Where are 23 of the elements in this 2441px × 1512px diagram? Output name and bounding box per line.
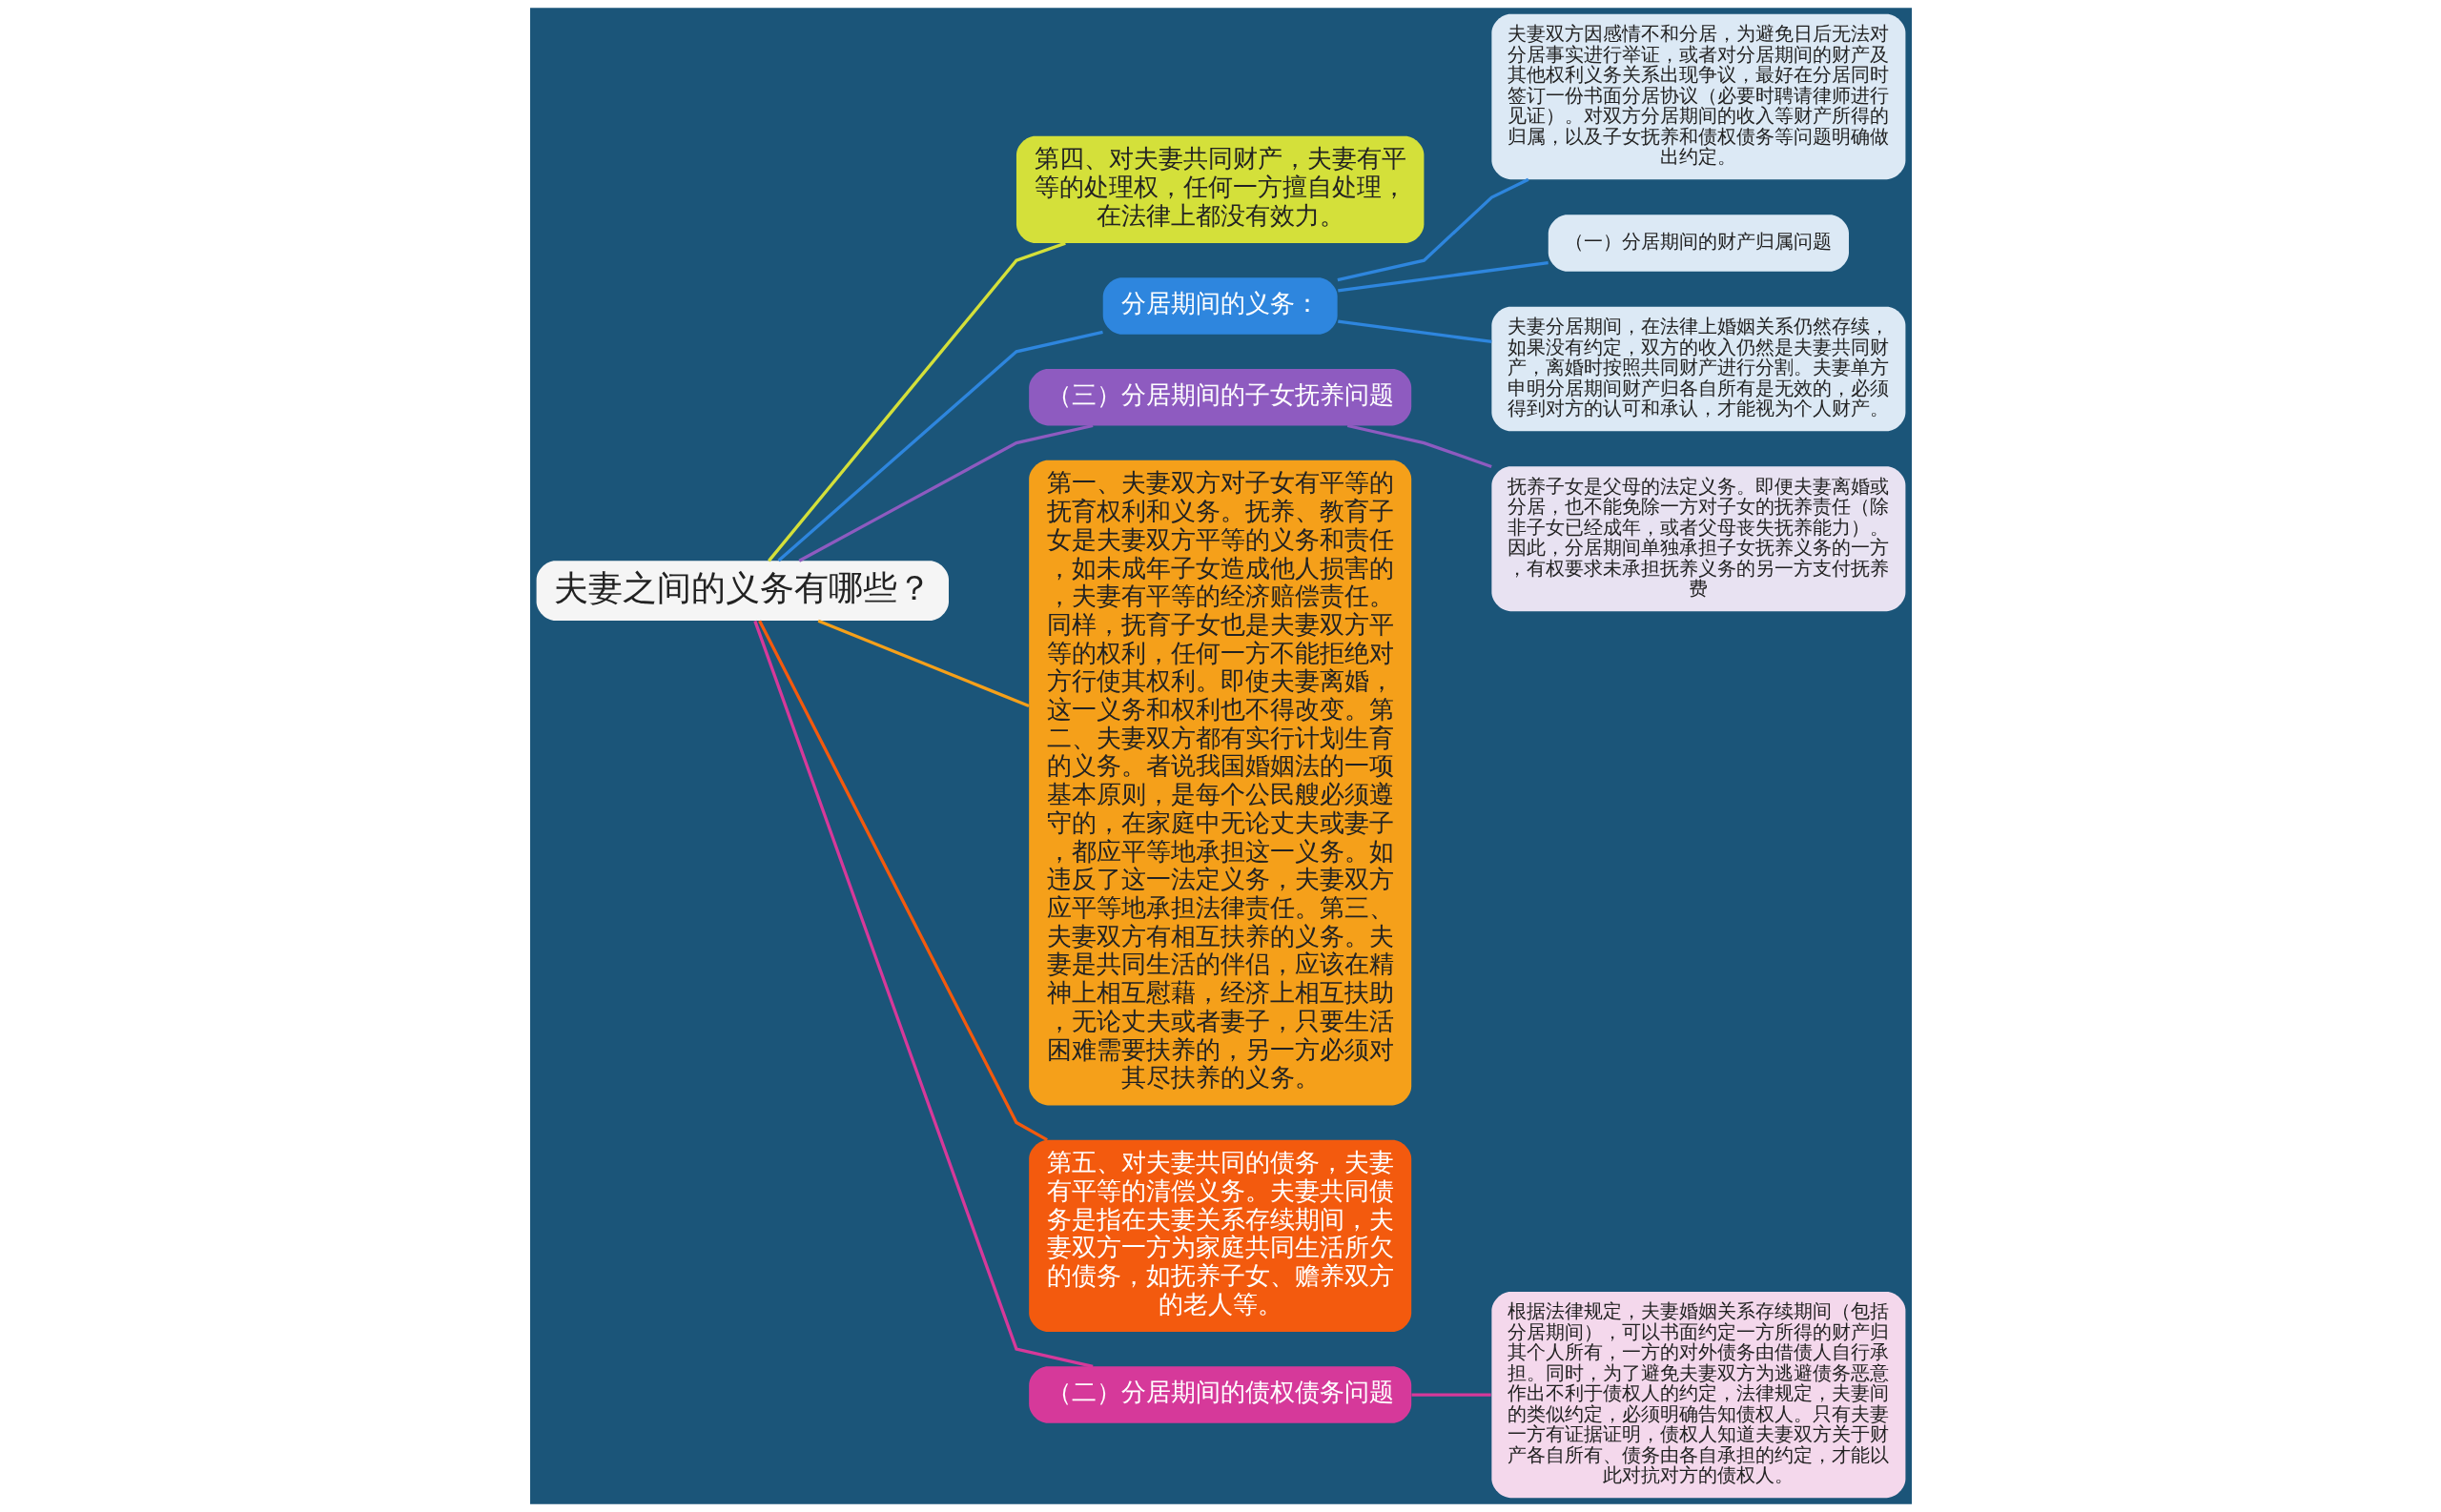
node-box: 第一、夫妻双方对子女有平等的抚育权利和义务。抚养、教育子女是夫妻双方平等的义务和责任，如未成年子女造成他人损害的，夫妻有平等的经济赔偿责任。同样，抚育子女也是夫妻双方平等的权利，任何一方不能拒绝对方行使其权利。即使夫妻离婚，这一义务和权利也不得改变。第二、夫妻双方都有实行计划生育的义务。者说我国婚姻法的一项基本原则，是每个公民艘必须遵守的，在家庭中无论丈夫或妻子，都应平等地承担这一义务。如违反了这一法定义务，夫妻双方应平等地承担法律责任。第三、夫妻双方有相互扶养的义务。夫妻是共同生活的伴侣，应该在精神上相互慰藉，经济上相互扶助，无论丈夫或者妻子，只要生活困难需要扶养的，另一方必须对其尽扶养的义务。	[1028, 460, 1411, 1106]
node-box: 根据法律规定，夫妻婚姻关系存续期间（包括分居期间），可以书面约定一方所得的财产归其个人所有，一方的对外债务由借债人自行承担。同时，为了避免夫妻双方为逃避债务恶意作出不利于债权人的约定，法律规定，夫妻间的类似约定，必须明确告知债权人。只有夫妻一方有证据证明，债权人知道夫妻双方关于财产各自所有、债务由各自承担的约定，才能以此对抗对方的债权人。	[1490, 1291, 1905, 1499]
connector	[752, 620, 1093, 1368]
node-box: 第五、对夫妻共同的债务，夫妻有平等的清偿义务。夫妻共同债务是指在夫妻关系存续期间，夫妻双方一方为家庭共同生活所欠的债务，如抚养子女、赡养双方的老人等。	[1028, 1139, 1411, 1333]
connector	[817, 619, 1030, 708]
connector	[767, 241, 1066, 562]
node-box: （三）分居期间的子女抚养问题	[1028, 369, 1411, 426]
connector	[777, 330, 1103, 562]
connector	[1337, 261, 1549, 293]
node-box: （一）分居期间的财产归属问题	[1548, 215, 1849, 272]
node-box: 第四、对夫妻共同财产，夫妻有平等的处理权，任何一方擅自处理，在法律上都没有效力。	[1015, 135, 1424, 243]
node-box: 夫妻双方因感情不和分居，为避免日后无法对分居事实进行举证，或者对分居期间的财产及其他权利义务关系出现争议，最好在分居同时签订一份书面分居协议（必要时聘请律师进行见证）。对双方分居期间的收入等财产所得的归属，以及子女抚养和债权债务等问题明确做出约定。	[1490, 13, 1905, 180]
connector	[1337, 177, 1529, 282]
connector	[1337, 319, 1492, 344]
node-box: 夫妻之间的义务有哪些？	[536, 561, 949, 622]
node-box: （二）分居期间的债权债务问题	[1028, 1366, 1411, 1423]
connector	[1346, 423, 1492, 469]
node-box: 分居期间的义务：	[1102, 277, 1338, 335]
node-box: 夫妻分居期间，在法律上婚姻关系仍然存续，如果没有约定，双方的收入仍然是夫妻共同财产，离婚时按照共同财产进行分割。夫妻单方申明分居期间财产归各自所有是无效的，必须得到对方的认可和承认，才能视为个人财产。	[1490, 306, 1905, 432]
connector	[1410, 1393, 1491, 1397]
connector	[797, 423, 1093, 562]
node-box: 抚养子女是父母的法定义务。即便夫妻离婚或分居，也不能免除一方对子女的抚养责任（除非子女已经成年，或者父母丧失抚养能力）。因此，分居期间单独承担子女抚养义务的一方，有权要求未承担抚养义务的另一方支付抚养费	[1490, 466, 1905, 612]
connector	[757, 620, 1048, 1141]
